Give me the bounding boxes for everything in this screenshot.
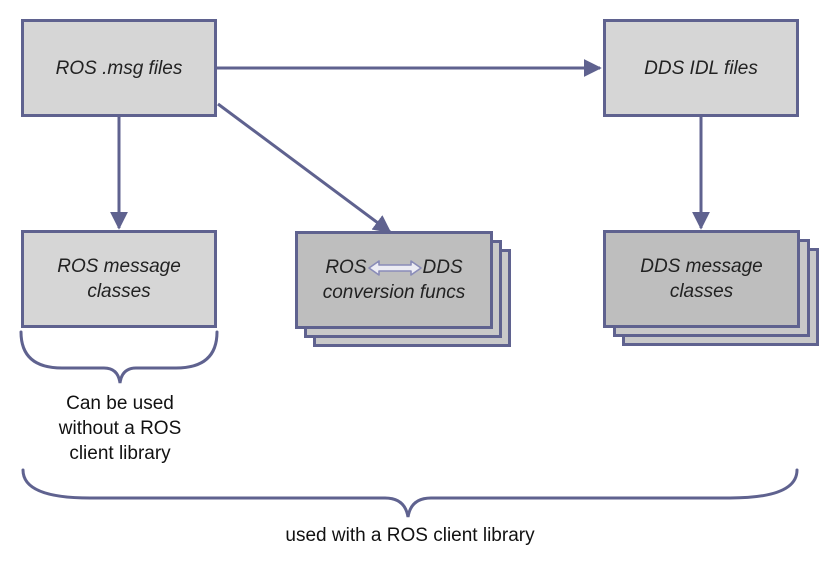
conversion-funcs-box: ROS DDS conversion funcs	[295, 231, 493, 329]
conversion-title-row: ROS DDS	[323, 255, 466, 280]
dds-message-classes-line2: classes	[669, 281, 734, 302]
standalone-caption-line2: without a ROS	[58, 418, 182, 439]
conversion-ros-label: ROS	[325, 257, 367, 278]
ros-message-classes-line2: classes	[87, 281, 151, 302]
brace-ros-message-classes	[19, 330, 219, 384]
brace-client-library	[21, 468, 799, 518]
dds-message-classes-line1: DDS message	[640, 256, 763, 277]
arrow-ros-msg-to-conversion	[217, 102, 392, 234]
ros-msg-files-box: ROS .msg files	[21, 19, 217, 117]
standalone-caption: Can be used without a ROS client library	[20, 391, 220, 466]
client-library-caption: used with a ROS client library	[285, 525, 535, 546]
standalone-caption-line1: Can be used	[66, 393, 174, 414]
ros-message-classes-box: ROS message classes	[21, 230, 217, 328]
conversion-dds-label: DDS	[422, 257, 463, 278]
ros-message-classes-line1: ROS message	[57, 256, 181, 277]
dds-idl-files-label: DDS IDL files	[644, 57, 758, 79]
dds-message-classes-box: DDS message classes	[603, 230, 800, 328]
ros-msg-files-label: ROS .msg files	[55, 57, 183, 79]
conversion-funcs-label: conversion funcs	[322, 282, 466, 303]
standalone-caption-line3: client library	[69, 443, 171, 464]
dds-idl-files-box: DDS IDL files	[603, 19, 799, 117]
double-arrow-icon	[367, 259, 422, 276]
